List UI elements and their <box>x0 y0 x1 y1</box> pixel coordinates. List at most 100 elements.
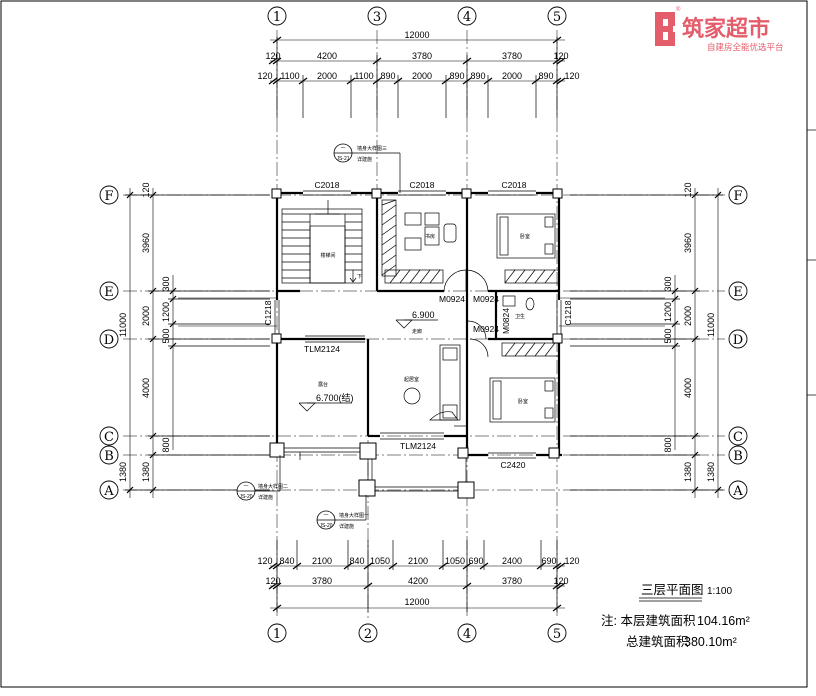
svg-text:890: 890 <box>449 71 464 81</box>
svg-text:4000: 4000 <box>141 378 151 398</box>
window-label-c2018-3: C2018 <box>501 180 526 190</box>
axis-bubble-right-B: B <box>728 445 748 465</box>
door-label-m0824: M0824 <box>501 308 511 334</box>
svg-text:12000: 12000 <box>404 30 429 40</box>
svg-text:B: B <box>104 449 114 464</box>
bottom-bedroom-label: 卧室 <box>518 398 528 405</box>
stair-room-label: 楼梯间 <box>320 252 335 259</box>
window-label-c2018-2: C2018 <box>409 180 434 190</box>
axis-bubble-left-F: F <box>99 185 119 205</box>
svg-text:B: B <box>733 449 743 464</box>
callout-detail-3: 一 JS-21 墙身大样图三 详建施 <box>333 143 401 193</box>
window-label-c1218-right: C1218 <box>563 300 573 325</box>
dimension-right: 120 3960 11000 2000 4000 1380 1380 300 1… <box>570 182 723 498</box>
svg-text:3780: 3780 <box>502 576 522 586</box>
axis-bubble-left-C: C <box>99 426 119 446</box>
drawing-title: 三层平面图 1:100 <box>639 583 732 602</box>
brand-tagline: 自建房全能优选平台 <box>707 42 784 52</box>
svg-text:详建施: 详建施 <box>339 523 354 530</box>
svg-text:1380: 1380 <box>141 462 151 482</box>
svg-text:890: 890 <box>380 71 395 81</box>
svg-text:1: 1 <box>273 627 281 642</box>
svg-text:2000: 2000 <box>412 71 432 81</box>
svg-text:一: 一 <box>323 513 328 519</box>
drawing-title-name: 三层平面图 <box>641 583 704 597</box>
svg-text:墙身大样图一: 墙身大样图一 <box>339 512 369 519</box>
svg-text:墙身大样图二: 墙身大样图二 <box>258 483 288 490</box>
structural-columns <box>269 188 563 499</box>
dimension-top: 12000 120 4200 3780 3780 120 120 1100 20… <box>257 30 580 118</box>
axis-bubble-right-C: C <box>728 426 748 446</box>
svg-text:690: 690 <box>541 556 556 566</box>
axis-bubble-left-B: B <box>99 445 119 465</box>
brand-logo: ® 筑家超市 自建房全能优选平台 <box>655 6 784 52</box>
axis-bubble-right-A: A <box>728 480 748 500</box>
svg-text:F: F <box>104 189 113 204</box>
svg-text:120: 120 <box>553 51 568 61</box>
svg-text:2000: 2000 <box>317 71 337 81</box>
svg-text:500: 500 <box>161 328 171 343</box>
door-swings <box>443 269 489 358</box>
svg-text:详建施: 详建施 <box>357 156 372 163</box>
axis-bubble-top-4: 4 <box>457 6 477 26</box>
window-label-c2420: C2420 <box>500 460 525 470</box>
leisure-label: 起居室 <box>404 376 419 383</box>
area-notes: 注: 本层建筑面积 104.16m² 总建筑面积 380.10m² <box>601 613 750 649</box>
door-label-m0924-3: M0924 <box>473 324 499 334</box>
side-ledges <box>178 297 665 327</box>
study-label: 书房 <box>425 233 435 240</box>
svg-text:840: 840 <box>279 556 294 566</box>
svg-text:JS-20: JS-20 <box>239 494 252 500</box>
bathroom-fixtures <box>502 295 535 311</box>
axis-bubble-left-E: E <box>99 281 119 301</box>
svg-text:2100: 2100 <box>312 556 332 566</box>
bottom-bedroom-furniture <box>489 342 560 423</box>
window-label-c1218-left: C1218 <box>263 300 273 325</box>
axis-bubble-top-1: 1 <box>267 6 287 26</box>
svg-text:3: 3 <box>373 10 381 25</box>
svg-text:JS-20: JS-20 <box>319 523 332 529</box>
svg-text:A: A <box>103 484 114 499</box>
svg-text:12000: 12000 <box>404 597 429 607</box>
svg-text:1380: 1380 <box>118 462 128 482</box>
stair-down-label: 下 <box>357 274 362 280</box>
door-label-tlm2124-2: TLM2124 <box>400 441 436 451</box>
svg-text:3780: 3780 <box>312 576 332 586</box>
svg-text:120: 120 <box>265 51 280 61</box>
axis-bubble-right-D: D <box>728 329 748 349</box>
svg-text:C: C <box>733 430 743 445</box>
study-furniture <box>381 199 457 284</box>
svg-text:1380: 1380 <box>706 462 716 482</box>
svg-text:一: 一 <box>243 484 248 490</box>
svg-text:800: 800 <box>161 437 171 452</box>
svg-text:800: 800 <box>663 437 673 452</box>
svg-text:E: E <box>733 285 743 300</box>
svg-text:120: 120 <box>141 182 151 197</box>
svg-text:4: 4 <box>463 627 471 642</box>
svg-text:500: 500 <box>663 328 673 343</box>
svg-text:6.700(结): 6.700(结) <box>316 392 354 403</box>
terrace-label: 露台 <box>318 381 328 388</box>
svg-text:120: 120 <box>553 576 568 586</box>
svg-text:F: F <box>733 189 742 204</box>
axis-bubble-top-5: 5 <box>547 6 567 26</box>
svg-text:11000: 11000 <box>706 313 716 337</box>
svg-text:120: 120 <box>257 556 272 566</box>
note-floor-area-value: 104.16m² <box>697 614 750 628</box>
axis-bubble-bottom-2: 2 <box>358 623 378 643</box>
svg-text:890: 890 <box>538 71 553 81</box>
level-marker-terrace: 6.700(结) <box>298 392 354 412</box>
axis-bubble-left-A: A <box>99 480 119 500</box>
note-floor-area-prefix: 注: 本层建筑面积 <box>601 613 695 628</box>
svg-text:2: 2 <box>364 627 372 642</box>
svg-text:2400: 2400 <box>502 556 522 566</box>
svg-text:1100: 1100 <box>354 71 373 81</box>
staircase <box>281 200 363 284</box>
axis-bubble-left-D: D <box>99 329 119 349</box>
top-bedroom-furniture <box>496 213 560 284</box>
svg-text:120: 120 <box>564 556 579 566</box>
svg-text:JS-21: JS-21 <box>336 156 349 162</box>
axis-bubble-bottom-5: 5 <box>547 623 567 643</box>
svg-text:840: 840 <box>349 556 364 566</box>
svg-text:120: 120 <box>265 576 280 586</box>
